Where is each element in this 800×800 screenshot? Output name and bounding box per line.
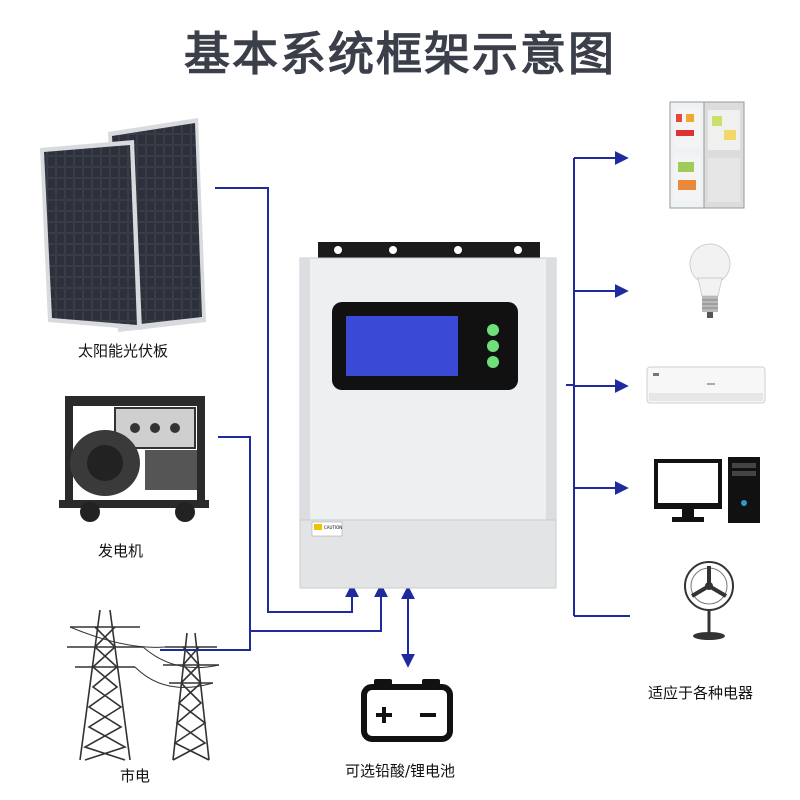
battery-label: 可选铅酸/锂电池 <box>345 762 456 780</box>
battery-icon <box>361 679 453 742</box>
standing-fan-icon <box>684 561 734 640</box>
inverter-unit: CAUTION <box>299 242 557 589</box>
loads-label: 适应于各种电器 <box>648 684 754 702</box>
solar-label: 太阳能光伏板 <box>78 342 169 360</box>
power-tower-icon <box>67 609 220 761</box>
grid-label: 市电 <box>120 767 151 785</box>
refrigerator-icon <box>669 101 745 209</box>
generator-label: 发电机 <box>98 542 144 560</box>
solar-panel-icon <box>40 118 206 332</box>
diagram-title: 基本系统框架示意图 <box>184 27 616 81</box>
air-conditioner-icon <box>646 366 766 404</box>
light-bulb-icon <box>689 243 731 318</box>
solar-connection-line <box>215 187 359 613</box>
caution-label: CAUTION <box>324 525 342 530</box>
generator-icon <box>59 396 209 522</box>
grid-connection-line <box>160 631 251 651</box>
computer-icon <box>654 457 760 523</box>
